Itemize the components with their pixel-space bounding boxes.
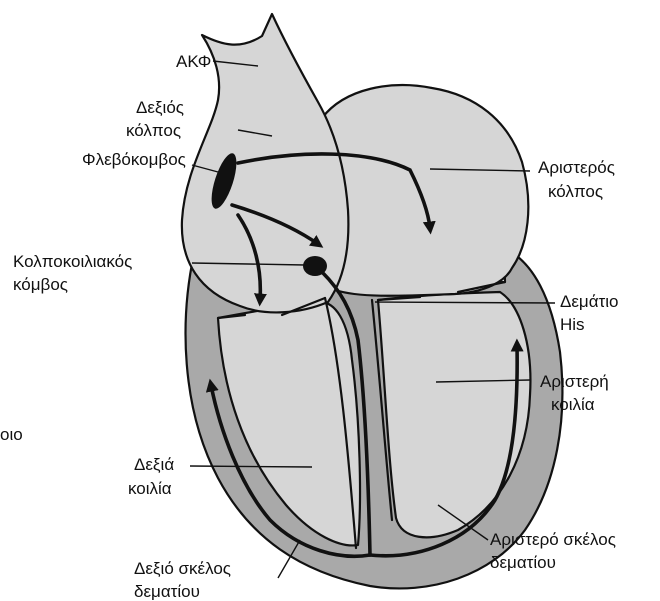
label-cutoff-fragment: οιο: [0, 425, 23, 444]
label-right-bundle-line1: Δεξιό σκέλος: [134, 559, 231, 578]
label-right-ventricle-line1: Δεξιά: [134, 455, 174, 474]
leader-right-ventricle: [190, 466, 312, 467]
label-left-atrium-line2: κόλπος: [548, 182, 603, 201]
label-left-bundle-line2: δεματίου: [490, 553, 556, 572]
label-left-ventricle-line1: Αριστερή: [540, 372, 609, 391]
label-left-ventricle-line2: κοιλία: [551, 395, 595, 414]
label-left-bundle-line1: Αριστερό σκέλος: [490, 530, 616, 549]
left-atrium: [317, 85, 528, 296]
label-sa-node: Φλεβόκομβος: [82, 150, 186, 169]
label-right-atrium-line2: κόλπος: [126, 121, 181, 140]
label-svc: ΑΚΦ: [176, 52, 211, 71]
label-right-bundle-line2: δεματίου: [134, 582, 200, 601]
label-his-line1: Δεμάτιο: [560, 292, 619, 311]
label-left-atrium-line1: Αριστερός: [538, 158, 615, 177]
label-av-node-line1: Κολποκοιλιακός: [13, 252, 132, 271]
label-av-node-line2: κόμβος: [13, 275, 68, 294]
label-right-ventricle-line2: κοιλία: [128, 479, 172, 498]
label-his-line2: His: [560, 315, 585, 334]
label-right-atrium-line1: Δεξιός: [136, 98, 184, 117]
